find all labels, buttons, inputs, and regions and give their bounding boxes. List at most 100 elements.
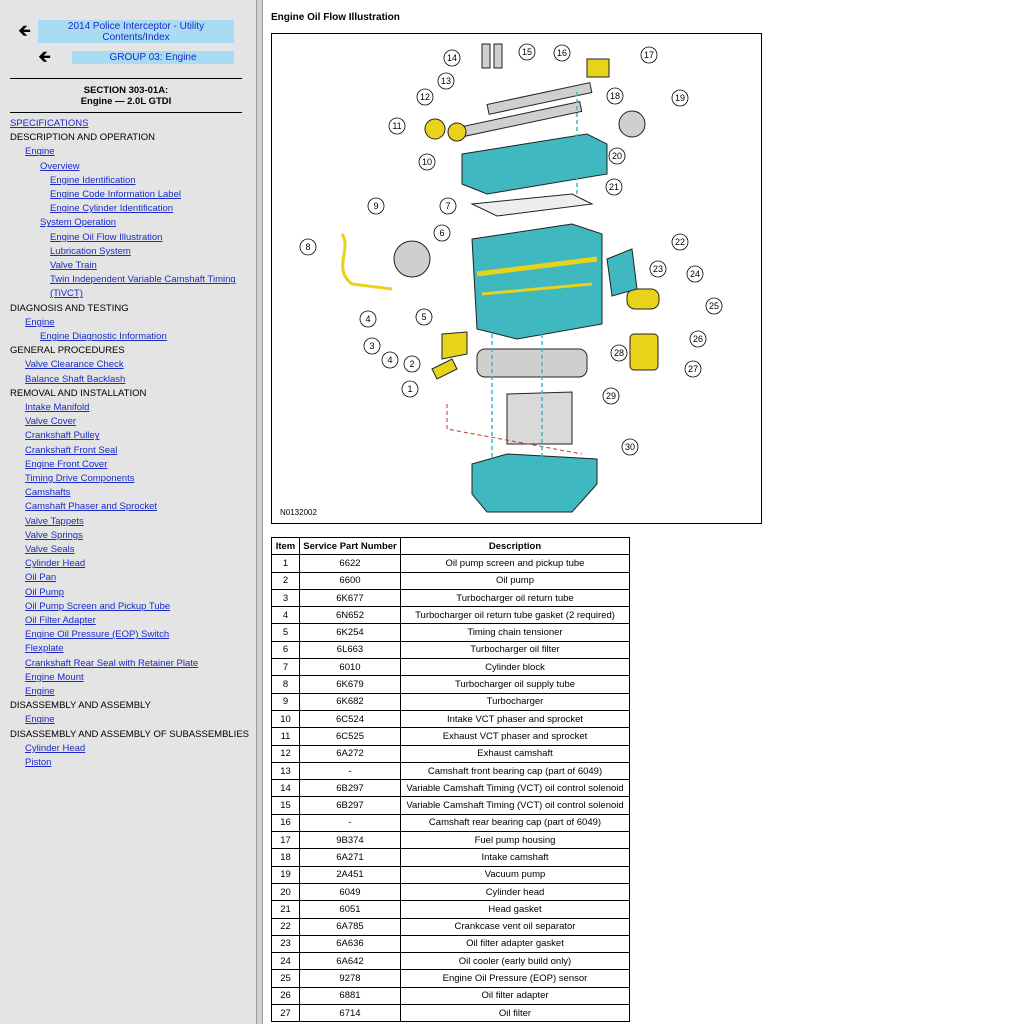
toc-link[interactable]: Oil Pump Screen and Pickup Tube [25,600,171,612]
part-number-cell: - [299,761,401,781]
toc-heading: DESCRIPTION AND OPERATION [10,132,155,144]
main-content: Engine Oil Flow Illustration [270,0,1020,1024]
toc-link[interactable]: Oil Pan [25,572,57,584]
toc-link[interactable]: Overview [40,160,80,172]
toc-link[interactable]: Twin Independent Variable Camshaft Timin… [50,274,236,286]
toc-link[interactable]: Engine Identification [50,174,136,186]
callout-circle [640,46,658,64]
item-cell: 16 [271,813,300,833]
toc-heading: DIAGNOSIS AND TESTING [10,302,129,314]
item-cell: 9 [271,692,300,711]
toc-link[interactable]: Valve Seals [25,544,75,555]
toc-link[interactable]: Oil Pump [25,586,65,598]
toc-link[interactable]: Intake Manifold [25,402,90,413]
oil-pan-shape [471,453,598,513]
toc-link[interactable]: Oil Filter Adapter [25,615,96,626]
left-arrow-icon[interactable]: 🡸 [18,23,31,40]
item-cell: 19 [271,865,300,884]
toc-link[interactable]: Engine Code Information Label [50,189,181,200]
description-cell: Fuel pump housing [400,831,630,850]
left-arrow-icon[interactable]: 🡸 [38,49,51,66]
item-cell: 4 [271,606,300,625]
callout-label: 1 [407,384,412,394]
toc-link[interactable]: Cylinder Head [25,742,86,754]
callout-circle [671,233,689,251]
toc-link[interactable]: Camshafts [25,487,71,499]
toc-link[interactable]: System Operation [40,217,117,229]
callout-label: 23 [653,264,663,274]
callout-circle [415,308,433,326]
contents-index-link[interactable]: 2014 Police Interceptor - Utility Conten… [38,20,234,43]
toc-link[interactable]: Lubrication System [50,245,131,257]
description-cell: Turbocharger [400,692,630,711]
toc-link[interactable]: Piston [25,757,52,768]
toc-link[interactable]: Valve Train [50,260,97,271]
description-cell: Head gasket [400,900,630,919]
toc-link[interactable]: (TiVCT) [50,288,83,300]
toc-link[interactable]: Engine Front Cover [25,458,108,470]
item-cell: 22 [271,917,300,936]
figure-title: Engine Oil Flow Illustration [271,12,400,23]
toc-link[interactable]: Crankshaft Pulley [25,430,100,442]
part-number-cell: 6K677 [299,588,401,608]
toc-link[interactable]: Engine [25,714,55,726]
divider [10,78,242,79]
item-cell: 5 [271,623,300,642]
bedplate-shape [506,391,573,445]
part-number-cell: 6B297 [299,779,401,798]
description-cell: Cylinder block [400,658,630,677]
toc-link[interactable]: Camshaft Phaser and Sprocket [25,501,158,513]
toc-link[interactable]: Engine [25,146,55,158]
contents-title-line1: 2014 Police Interceptor - Utility [67,21,205,32]
pane-splitter[interactable] [257,0,263,1024]
description-cell: Timing chain tensioner [400,623,630,642]
toc-link[interactable]: Balance Shaft Backlash [25,373,126,385]
description-cell: Turbocharger oil supply tube [400,675,630,694]
toc-link[interactable]: Valve Clearance Check [25,359,124,371]
toc-link[interactable]: Engine Oil Pressure (EOP) Switch [25,629,170,641]
item-cell: 26 [271,986,300,1006]
toc-link[interactable]: Valve Tappets [25,515,84,527]
item-cell: 25 [271,969,300,988]
toc-link[interactable]: Crankshaft Rear Seal with Retainer Plate [25,657,199,669]
part-number-cell: 6C524 [299,709,401,729]
toc-link[interactable]: Crankshaft Front Seal [25,444,118,456]
toc-link[interactable]: Valve Cover [25,416,77,428]
description-cell: Turbocharger oil return tube gasket (2 r… [400,606,630,625]
toc-link[interactable]: Engine [25,316,55,328]
toc-link[interactable]: Cylinder Head [25,558,86,570]
callout-circle [381,351,399,369]
item-cell: 17 [271,831,300,850]
section-title: SECTION 303-01A: Engine — 2.0L GTDI [10,85,242,107]
toc-link[interactable]: Engine Diagnostic Information [40,331,167,342]
vacuum-pump-shape [618,110,646,138]
item-cell: 24 [271,952,300,971]
callout-circle [443,49,461,67]
toc-link[interactable]: Engine Cylinder Identification [50,203,174,215]
toc-link[interactable]: Engine Mount [25,671,84,683]
description-cell: Oil pump screen and pickup tube [400,554,630,573]
toc-link[interactable]: Timing Drive Components [25,473,135,484]
group-link[interactable]: GROUP 03: Engine [72,51,234,64]
callout-circle [649,260,667,278]
toc-link[interactable]: Valve Springs [25,529,83,541]
toc-link[interactable]: SPECIFICATIONS [10,118,89,129]
callout-label: 7 [445,201,450,211]
callout-circle [621,438,639,456]
callout-label: 26 [693,334,703,344]
callout-label: 21 [609,182,619,192]
callout-circle [367,197,385,215]
toc-link[interactable]: Engine Oil Flow Illustration [50,231,163,243]
item-cell: 23 [271,934,300,954]
intake-vct-phaser-shape [447,122,467,142]
toc-link[interactable]: Engine [25,686,55,697]
toc-link[interactable]: Flexplate [25,643,64,655]
